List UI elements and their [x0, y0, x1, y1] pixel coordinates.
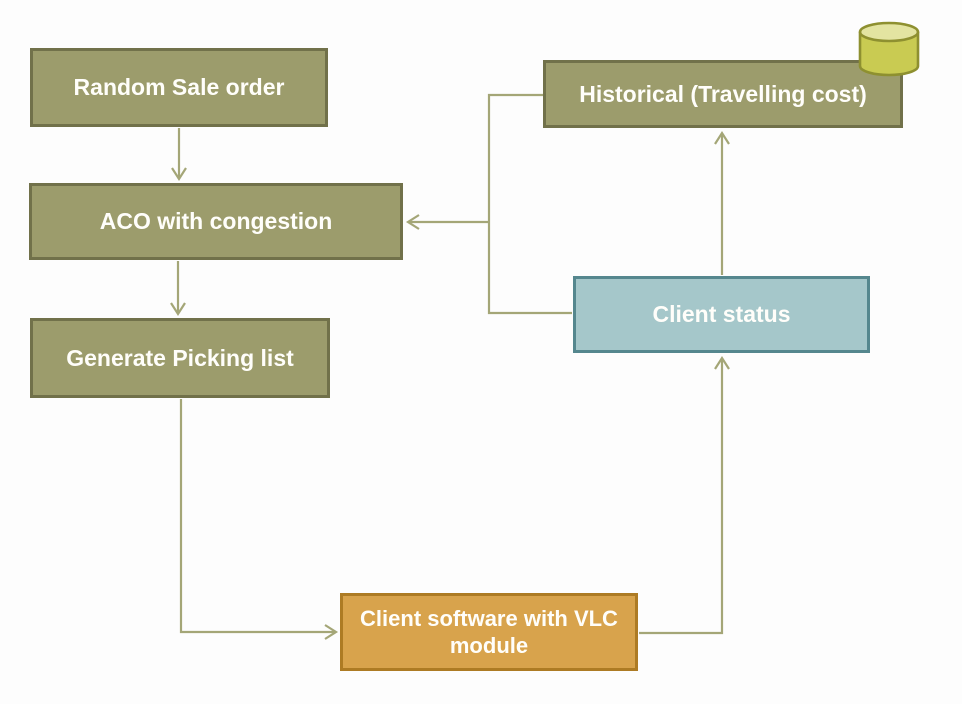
node-client-software-vlc: Client software with VLC module — [340, 593, 638, 671]
node-label: Client status — [652, 301, 791, 328]
node-aco-with-congestion: ACO with congestion — [29, 183, 403, 260]
node-label: Random Sale order — [73, 74, 285, 101]
node-label: Client software with VLC module — [360, 605, 618, 659]
node-random-sale-order: Random Sale order — [30, 48, 328, 127]
node-client-status: Client status — [573, 276, 870, 353]
node-historical-travelling-cost: Historical (Travelling cost) — [543, 60, 903, 128]
database-cylinder-icon — [858, 21, 920, 78]
edge-software-to-status — [639, 355, 730, 635]
node-label: Historical (Travelling cost) — [579, 80, 867, 107]
node-generate-picking-list: Generate Picking list — [30, 318, 330, 398]
edge-picking-to-software — [179, 399, 339, 640]
node-label: Generate Picking list — [66, 344, 294, 371]
node-label: ACO with congestion — [99, 208, 333, 235]
